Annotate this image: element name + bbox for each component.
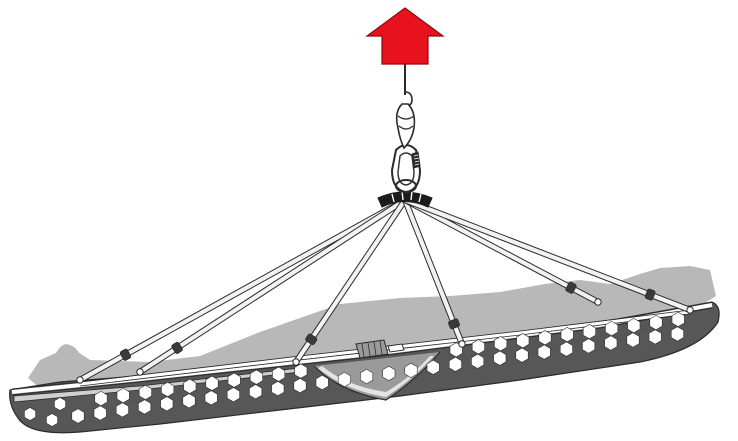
attachment-clip-icon [686, 306, 694, 314]
hex-hole [471, 353, 485, 369]
hex-hole [294, 363, 308, 379]
carabiner-gate [411, 151, 421, 169]
sling-buckle-icon [644, 288, 656, 301]
hub-collar-marks [391, 190, 422, 203]
hex-hole [560, 327, 574, 343]
hex-hole [116, 387, 130, 404]
hex-hole [94, 390, 108, 407]
hex-hole [604, 335, 618, 351]
carabiner-icon [390, 144, 422, 194]
hex-hole [516, 333, 530, 349]
patient-silhouette [28, 266, 716, 388]
hex-hole [24, 407, 36, 421]
hex-hole [249, 369, 263, 385]
sling-hub-ring [377, 190, 433, 208]
hex-hole [404, 362, 418, 378]
hex-hole [648, 329, 662, 345]
hex-hole [93, 405, 107, 421]
hex-hole [205, 375, 219, 391]
hex-hole [160, 396, 174, 412]
hex-hole [627, 317, 641, 334]
hex-hole [670, 326, 684, 342]
hex-hole [293, 378, 307, 394]
sling-buckle-icon [171, 341, 183, 354]
attachment-clip-icon [292, 358, 300, 366]
hex-hole [271, 381, 285, 397]
hex-hole [448, 356, 462, 372]
attachment-clip-icon [76, 376, 84, 384]
hex-hole [227, 372, 241, 388]
carabiner-gate-ridges [413, 154, 420, 166]
hex-hole [515, 347, 529, 363]
hex-hole [46, 413, 58, 427]
hex-hole [559, 341, 573, 357]
hex-hole [315, 374, 329, 391]
litter-center-shield [313, 351, 441, 401]
hex-hole [471, 339, 485, 355]
sling-buckle-icon [448, 318, 460, 330]
up-arrow-icon [365, 7, 445, 65]
hex-hole [493, 350, 507, 366]
hex-hole [538, 330, 552, 346]
hex-hole [138, 384, 152, 400]
hex-hole [382, 365, 396, 381]
attachment-clip-icon [458, 340, 466, 348]
hex-hole [537, 344, 551, 360]
carabiner-lower-ring [395, 179, 417, 193]
hex-hole [494, 336, 508, 352]
hex-hole [626, 332, 640, 348]
hex-hole [272, 366, 286, 382]
hex-hole [54, 397, 66, 411]
hex-hole [582, 324, 596, 340]
hex-hole [138, 399, 152, 415]
hex-hole [605, 320, 619, 337]
hex-hole [226, 387, 240, 403]
attachment-clip-icon [594, 298, 602, 306]
toggle-ridges [361, 340, 383, 358]
sling-buckle-icon [305, 333, 318, 346]
hex-hole [649, 314, 663, 331]
hex-hole [71, 408, 85, 424]
toggle-tip [387, 343, 405, 353]
spreader-toggle [355, 339, 405, 359]
lifting-rope [395, 64, 416, 150]
litter-inner-rail [79, 310, 691, 386]
hex-hole [360, 368, 374, 385]
hex-hole [204, 390, 218, 406]
hex-hole [426, 359, 440, 375]
sling-buckle-icon [119, 348, 132, 361]
hex-hole [249, 384, 263, 400]
hex-holes [24, 311, 685, 427]
sling-buckle-icon [565, 281, 577, 294]
hex-hole [161, 381, 175, 397]
patient-head [52, 344, 82, 370]
hex-hole [182, 393, 196, 409]
rope-loop-twist [397, 115, 415, 130]
hex-hole [337, 371, 351, 388]
hex-hole [183, 378, 197, 394]
hex-hole [582, 338, 596, 354]
hex-hole [671, 311, 685, 327]
litter-inner-rail-outline [79, 309, 691, 387]
hub-collar [377, 191, 433, 208]
attachment-clip-icon [136, 368, 144, 376]
hex-hole [115, 402, 129, 418]
sling-legs [76, 196, 694, 384]
toggle-handle-icon [355, 339, 389, 359]
